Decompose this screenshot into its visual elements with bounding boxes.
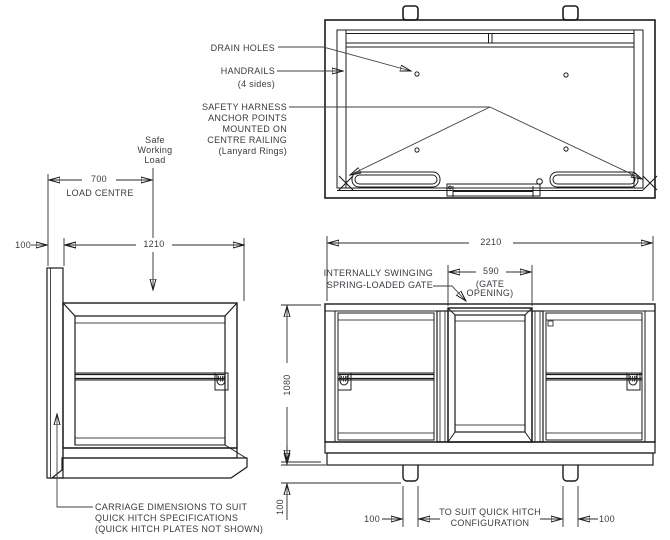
gate-callout: INTERNALLY SWINGING SPRING-LOADED GATE bbox=[323, 268, 433, 290]
front-base bbox=[326, 452, 654, 466]
side-view bbox=[46, 267, 248, 479]
front-right-mesh-panel bbox=[545, 312, 643, 441]
plan-handrail-right bbox=[549, 171, 639, 188]
side-kick-plate bbox=[74, 437, 226, 446]
dim-1210: 1210 bbox=[136, 239, 172, 250]
front-bottom-rail bbox=[324, 441, 656, 454]
drain-hole bbox=[414, 147, 420, 153]
gate-latch-keeper bbox=[547, 320, 554, 327]
plan-inner-frame bbox=[336, 29, 644, 189]
gate-opening-label: (GATE OPENING) bbox=[466, 279, 514, 298]
lanyard-ring bbox=[337, 372, 352, 391]
hitch-lug-left bbox=[402, 465, 419, 482]
anchor-point-mark-right bbox=[642, 175, 658, 191]
plan-lug-left bbox=[402, 5, 419, 21]
dim-1080: 1080 bbox=[282, 374, 292, 396]
dim-100-lug-right: 100 bbox=[599, 514, 615, 524]
gate-spring-pivot bbox=[536, 178, 543, 185]
safe-working-load-label: Safe Working Load bbox=[137, 135, 173, 165]
safety-harness-label: SAFETY HARNESS ANCHOR POINTS MOUNTED ON … bbox=[201, 102, 287, 156]
quick-hitch-label: TO SUIT QUICK HITCH CONFIGURATION bbox=[439, 507, 541, 528]
gate-mesh-panel bbox=[454, 314, 526, 433]
gate-leader bbox=[433, 285, 466, 301]
hitch-lug-right bbox=[562, 465, 579, 482]
drain-hole bbox=[563, 146, 569, 152]
drain-hole bbox=[414, 71, 420, 77]
plan-lug-right bbox=[562, 5, 579, 21]
carriage-leader bbox=[57, 414, 93, 508]
lanyard-ring bbox=[214, 372, 229, 391]
drain-holes-leader bbox=[278, 46, 411, 71]
gate-post-right bbox=[531, 310, 544, 443]
dim-100-lug-left: 100 bbox=[364, 514, 380, 524]
gate-post-left bbox=[436, 310, 449, 443]
carriage-note: CARRIAGE DIMENSIONS TO SUIT QUICK HITCH … bbox=[95, 502, 264, 534]
dim-100-drop: 100 bbox=[275, 499, 285, 515]
side-top-rail-infill bbox=[74, 315, 226, 324]
lanyard-ring bbox=[626, 372, 641, 391]
anchor-point-mark-left bbox=[338, 175, 354, 191]
side-cage-frame bbox=[62, 302, 238, 449]
dimension-annotations bbox=[31, 168, 654, 527]
front-left-mesh-panel bbox=[337, 312, 435, 441]
dim-2210: 2210 bbox=[469, 237, 513, 248]
carriage-plate bbox=[46, 267, 64, 479]
side-base bbox=[50, 457, 248, 479]
plan-outer-frame bbox=[324, 19, 656, 199]
dim-100-carriage: 100 bbox=[15, 240, 31, 250]
gate-frame bbox=[447, 307, 533, 443]
plan-handrail-left bbox=[351, 171, 441, 188]
drain-holes-label: DRAIN HOLES bbox=[210, 43, 275, 53]
front-view bbox=[324, 303, 656, 482]
handrails-label: HANDRAILS (4 sides) bbox=[220, 66, 275, 89]
top-view bbox=[324, 5, 658, 199]
dim-590: 590 bbox=[476, 266, 506, 277]
dim-700: 700 bbox=[82, 174, 116, 185]
side-bottom-rail bbox=[62, 447, 238, 459]
load-centre-label: LOAD CENTRE bbox=[66, 188, 134, 198]
drain-hole bbox=[563, 72, 569, 78]
leader-lines bbox=[57, 46, 642, 508]
